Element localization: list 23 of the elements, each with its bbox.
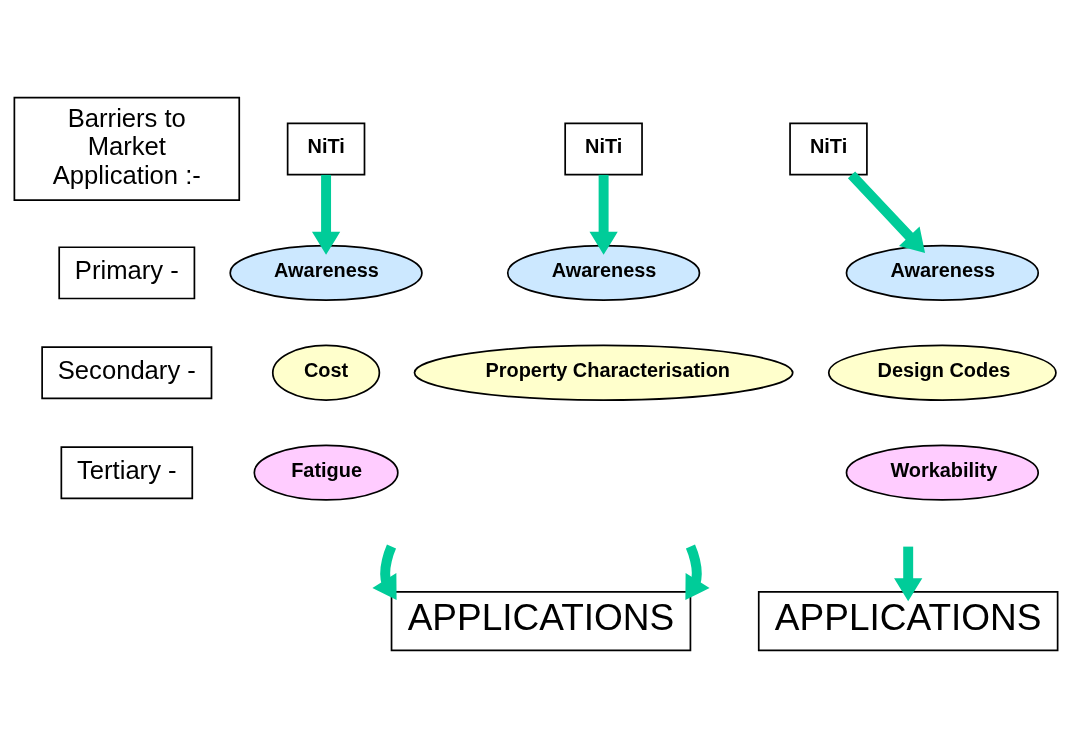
- node-ellipse: Awareness: [845, 244, 1040, 302]
- node-ellipse: Cost: [271, 344, 381, 401]
- node-box: Primary -: [58, 246, 196, 300]
- arrow: [894, 546, 923, 602]
- arrow: [685, 544, 710, 601]
- node-ellipse: Design Codes: [827, 344, 1057, 401]
- node-box: NiTi: [564, 122, 643, 176]
- node-box: APPLICATIONS: [390, 591, 692, 652]
- node-box: Tertiary -: [60, 446, 194, 500]
- node-ellipse: Workability: [845, 444, 1040, 501]
- arrow: [372, 544, 397, 601]
- node-box: NiTi: [789, 122, 868, 176]
- node-ellipse: Property Characterisation: [413, 344, 794, 401]
- arrow: [847, 171, 926, 254]
- node-box: Barriers to Market Application :-: [13, 96, 241, 202]
- node-box: APPLICATIONS: [757, 591, 1059, 652]
- node-box: Secondary -: [41, 346, 213, 400]
- node-ellipse: Awareness: [229, 244, 423, 302]
- node-box: NiTi: [286, 122, 366, 176]
- arrow: [589, 174, 618, 255]
- node-ellipse: Awareness: [506, 244, 701, 302]
- node-ellipse: Fatigue: [253, 444, 399, 501]
- arrow: [311, 174, 341, 255]
